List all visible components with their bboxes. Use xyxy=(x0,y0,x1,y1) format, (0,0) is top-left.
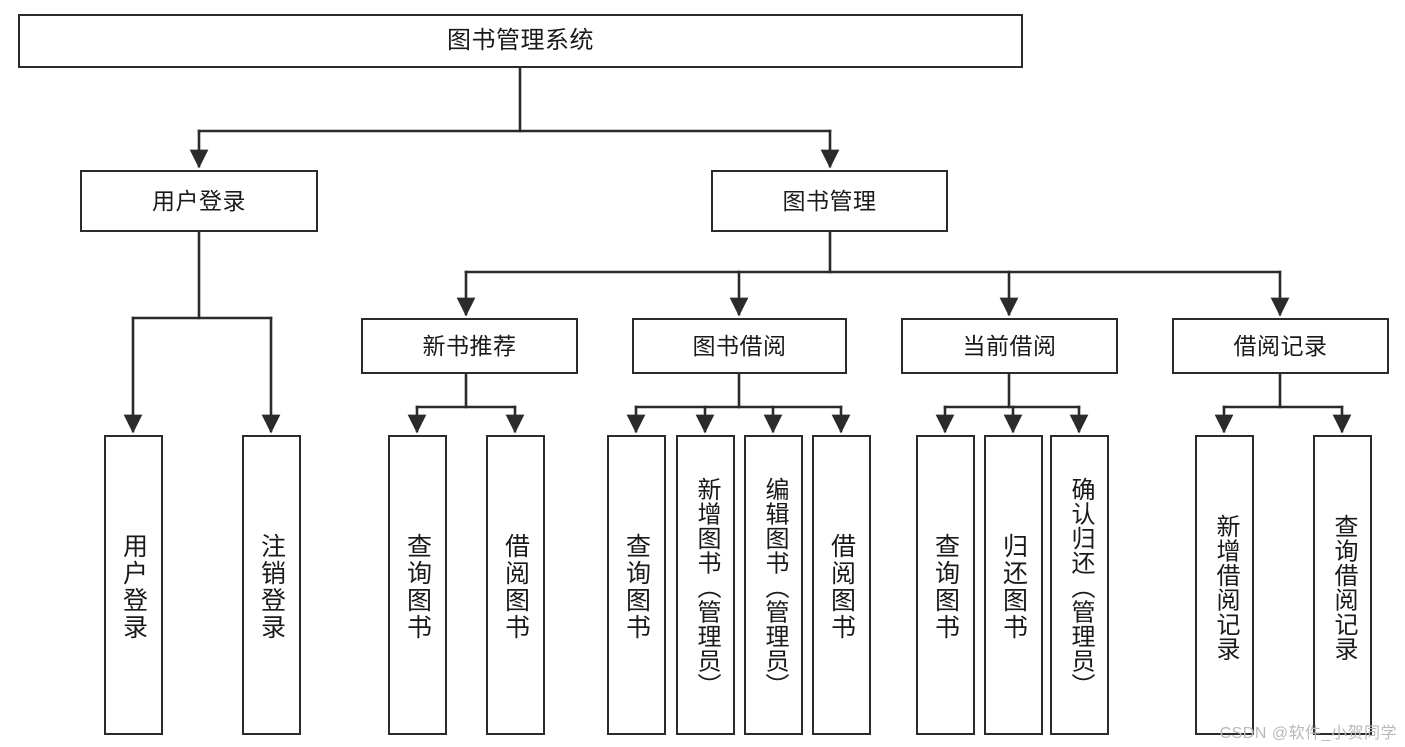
node-label: 查询借阅记录 xyxy=(1329,513,1357,661)
node-label: 图书管理系统 xyxy=(447,27,594,55)
leaf-user-login-login[interactable]: 用户登录 xyxy=(104,435,163,735)
node-label: 用户登录 xyxy=(152,187,246,214)
node-label: 查询图书 xyxy=(403,533,432,641)
node-label: 确认归还（管理员） xyxy=(1066,476,1094,698)
node-label: 归还图书 xyxy=(999,533,1028,641)
node-current-borrow[interactable]: 当前借阅 xyxy=(901,318,1118,374)
node-label: 图书借阅 xyxy=(692,332,787,359)
leaf-book-borrow-edit-admin[interactable]: 编辑图书（管理员） xyxy=(744,435,803,735)
leaf-book-borrow-query[interactable]: 查询图书 xyxy=(607,435,666,735)
leaf-borrow-record-add[interactable]: 新增借阅记录 xyxy=(1195,435,1254,735)
node-root-library-system[interactable]: 图书管理系统 xyxy=(18,14,1023,68)
node-label: 借阅图书 xyxy=(827,533,856,641)
leaf-borrow-record-query[interactable]: 查询借阅记录 xyxy=(1313,435,1372,735)
leaf-book-borrow-add-admin[interactable]: 新增图书（管理员） xyxy=(676,435,735,735)
node-label: 图书管理 xyxy=(782,187,877,214)
node-label: 用户登录 xyxy=(119,533,148,641)
node-label: 借阅图书 xyxy=(501,533,530,641)
node-label: 查询图书 xyxy=(622,533,651,641)
leaf-current-borrow-query[interactable]: 查询图书 xyxy=(916,435,975,735)
node-label: 新增借阅记录 xyxy=(1211,513,1239,661)
node-book-borrow[interactable]: 图书借阅 xyxy=(632,318,847,374)
node-label: 新增图书（管理员） xyxy=(692,476,720,698)
watermark-text: CSDN @软件_小贺同学 xyxy=(1219,725,1397,742)
node-label: 查询图书 xyxy=(931,533,960,641)
node-user-login[interactable]: 用户登录 xyxy=(80,170,318,232)
node-borrow-record[interactable]: 借阅记录 xyxy=(1172,318,1389,374)
node-label: 新书推荐 xyxy=(422,332,517,359)
node-book-management[interactable]: 图书管理 xyxy=(711,170,948,232)
node-label: 借阅记录 xyxy=(1233,332,1328,359)
leaf-new-book-query[interactable]: 查询图书 xyxy=(388,435,447,735)
node-label: 注销登录 xyxy=(257,533,286,641)
node-label: 编辑图书（管理员） xyxy=(760,476,788,698)
leaf-book-borrow-borrow[interactable]: 借阅图书 xyxy=(812,435,871,735)
leaf-new-book-borrow[interactable]: 借阅图书 xyxy=(486,435,545,735)
leaf-current-borrow-return[interactable]: 归还图书 xyxy=(984,435,1043,735)
leaf-user-login-logout[interactable]: 注销登录 xyxy=(242,435,301,735)
leaf-current-borrow-confirm-admin[interactable]: 确认归还（管理员） xyxy=(1050,435,1109,735)
node-new-book-recommend[interactable]: 新书推荐 xyxy=(361,318,578,374)
node-label: 当前借阅 xyxy=(962,332,1057,359)
